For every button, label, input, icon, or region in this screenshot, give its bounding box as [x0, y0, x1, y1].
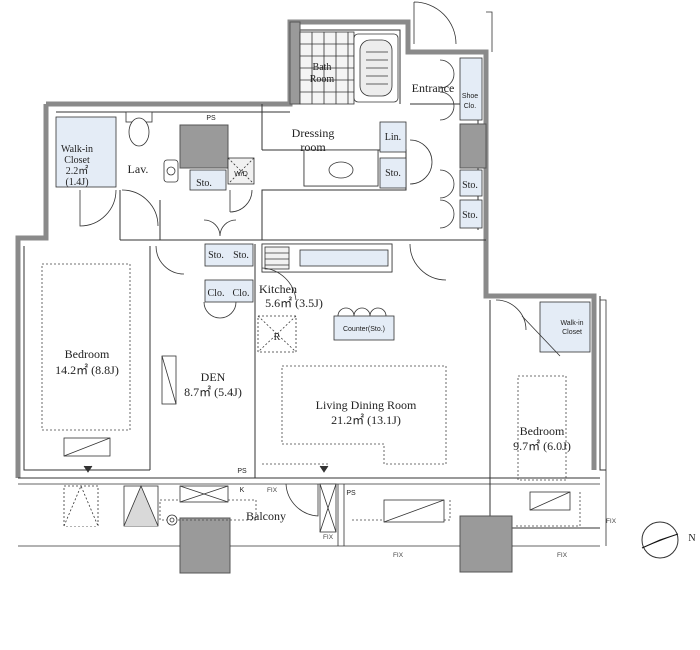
bedroom-small-label-2: 9.7㎡ (6.0J)	[513, 439, 571, 453]
compass-north-label: N	[688, 533, 695, 544]
dressing-label-2: room	[300, 140, 326, 154]
bedroom-main-label-1: Bedroom	[65, 347, 110, 361]
room-labels: Bath Room Entrance Shoe Clo. Walk-in Clo…	[55, 62, 583, 523]
bath-label-2: Room	[310, 74, 335, 85]
storage-label-hall-1: Sto.	[462, 180, 478, 191]
shoe-closet-label-1: Shoe	[462, 93, 478, 100]
fix-mark-4: FIX	[557, 552, 568, 559]
bathroom-fixtures	[299, 31, 399, 105]
den-label-1: DEN	[201, 370, 226, 384]
wic-right-label-1: Walk-in	[560, 320, 583, 327]
wic-left-label-2: Closet	[64, 155, 90, 166]
wic-right-label-2: Closet	[562, 329, 582, 336]
bath-label-1: Bath	[313, 62, 332, 73]
structural-columns	[179, 21, 513, 574]
living-label-1: Living Dining Room	[316, 398, 417, 412]
counter-label: Counter(Sto.)	[343, 326, 385, 333]
lavatory-label: Lav.	[128, 162, 149, 176]
ps-mark-living: PS	[346, 490, 356, 497]
kitchen-label-2: 5.6㎡ (3.5J)	[265, 296, 323, 310]
linen-label: Lin.	[385, 132, 401, 143]
balcony-label: Balcony	[246, 509, 286, 523]
den-label-2: 8.7㎡ (5.4J)	[184, 385, 242, 399]
bedroom-small-label-1: Bedroom	[520, 424, 565, 438]
fix-mark-3: FIX	[393, 552, 404, 559]
fixed-panels	[63, 355, 571, 533]
storage-label-hall-2: Sto.	[462, 210, 478, 221]
dressing-label-1: Dressing	[292, 126, 335, 140]
wic-left-label-1: Walk-in	[61, 144, 93, 155]
refrigerator-label: R	[274, 332, 281, 343]
marker-labels: PS PS PS K FIX FIX FIX FIX FIX N	[206, 115, 695, 559]
window-lines	[18, 11, 607, 547]
wic-left-label-3: 2.2㎡	[66, 165, 89, 177]
ps-mark-bottom: PS	[237, 468, 247, 475]
storage-label-den-2: Sto.	[233, 250, 249, 261]
kitchen-label-1: Kitchen	[259, 282, 297, 296]
closet-label-den-2: Clo.	[233, 288, 250, 299]
shoe-closet-label-2: Clo.	[464, 103, 477, 110]
storage-label-den-1: Sto.	[208, 250, 224, 261]
fix-mark-5: FIX	[606, 518, 617, 525]
fix-mark-1: FIX	[267, 487, 278, 494]
living-label-2: 21.2㎡ (13.1J)	[331, 413, 401, 427]
washer-label: W/D	[234, 171, 248, 178]
doors	[79, 1, 561, 517]
inner-wall-lines	[18, 29, 606, 529]
fix-mark-2: FIX	[323, 534, 334, 541]
bedroom-main-label-2: 14.2㎡ (8.8J)	[55, 363, 119, 377]
ps-mark-top: PS	[206, 115, 216, 122]
storage-label-lav: Sto.	[196, 178, 212, 189]
kitchen-fixtures	[257, 243, 395, 353]
key-mark: K	[240, 487, 245, 494]
storage-label-dressing: Sto.	[385, 168, 401, 179]
wic-left-label-4: (1.4J)	[65, 177, 88, 188]
entrance-label: Entrance	[412, 81, 455, 95]
compass-rose	[641, 521, 679, 559]
lavatory-fixtures	[125, 111, 379, 187]
closet-label-den-1: Clo.	[208, 288, 225, 299]
